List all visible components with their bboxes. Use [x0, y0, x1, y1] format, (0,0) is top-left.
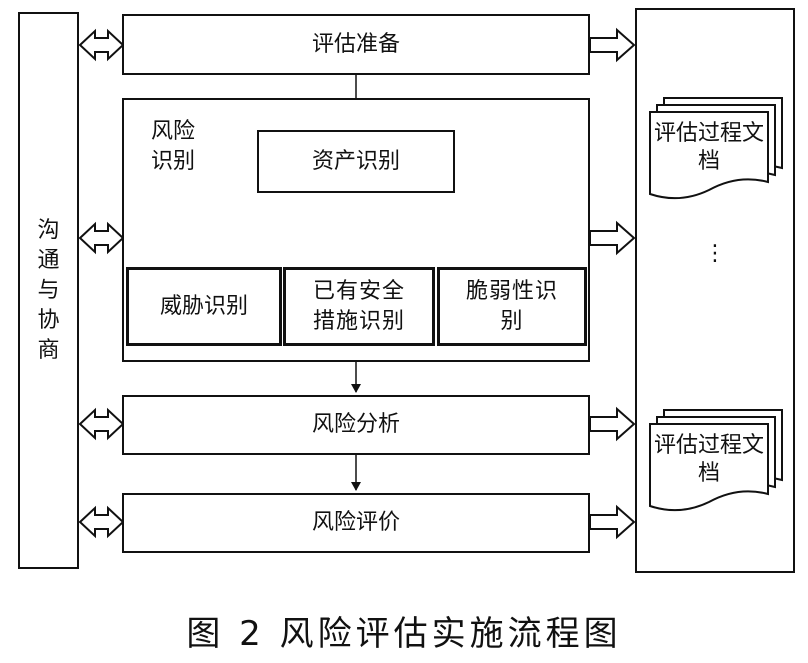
risk-evaluation-box: 风险评价	[122, 493, 590, 553]
double-arrow-prepare	[78, 28, 125, 62]
vulnerability-box: 脆弱性识别	[437, 267, 587, 346]
existing-measures-box: 已有安全措施识别	[283, 267, 435, 346]
asset-identification-box: 资产识别	[257, 130, 455, 193]
risk-identification-label: 风险识别	[151, 119, 196, 174]
prepare-label: 评估准备	[311, 31, 400, 57]
asset-identification-label: 资产识别	[311, 148, 400, 174]
threat-identification-label: 威胁识别	[159, 293, 248, 319]
prepare-box: 评估准备	[122, 14, 590, 75]
right-arrow-risk-analysis	[589, 406, 636, 442]
vulnerability-label: 脆弱性识别	[465, 278, 558, 334]
document-stack-2	[649, 409, 783, 512]
double-arrow-risk-identification	[78, 221, 125, 255]
document-1-label: 评估过程文档	[653, 121, 764, 174]
right-arrow-risk-identification	[589, 220, 636, 256]
right-arrow-risk-evaluation	[589, 504, 636, 540]
communication-panel: 沟通与协商	[18, 12, 79, 569]
communication-panel-label: 沟通与协商	[37, 217, 60, 363]
figure-caption: 图 2 风险评估实施流程图	[186, 614, 622, 654]
document-stack-1	[649, 97, 783, 200]
threat-identification-box: 威胁识别	[126, 267, 282, 346]
document-2-label: 评估过程文档	[653, 433, 764, 486]
risk-analysis-box: 风险分析	[122, 395, 590, 455]
right-arrow-prepare	[589, 27, 636, 63]
documents-panel	[635, 8, 795, 573]
existing-measures-label: 已有安全措施识别	[312, 278, 405, 334]
ellipsis: ⋮	[704, 241, 726, 266]
double-arrow-risk-analysis	[78, 407, 125, 441]
risk-evaluation-label: 风险评价	[311, 510, 400, 535]
double-arrow-risk-evaluation	[78, 505, 125, 539]
risk-analysis-label: 风险分析	[311, 412, 400, 437]
